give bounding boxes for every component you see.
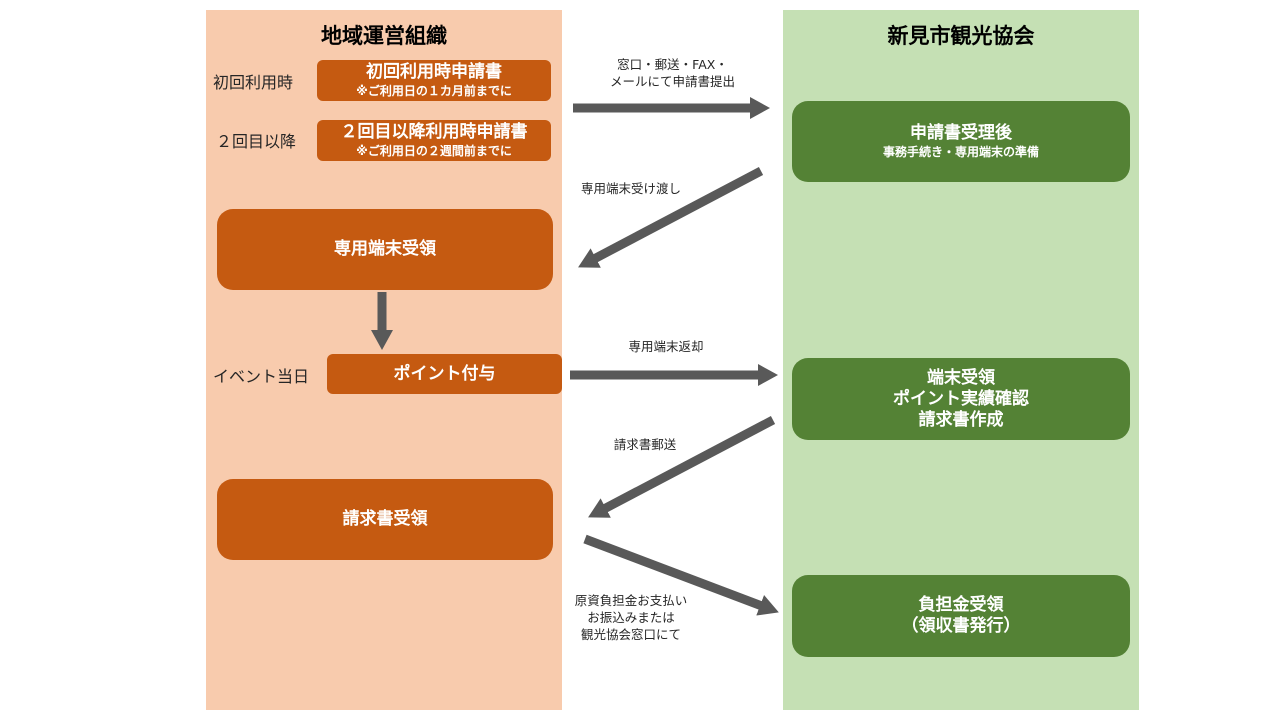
second-use-application-note: ※ご利用日の２週間前までに: [356, 144, 512, 158]
payment-received-line-2: （領収書発行）: [901, 616, 1021, 636]
lane-title-left: 地域運営組織: [321, 24, 447, 48]
terminal-received-line-1: 端末受領: [927, 367, 995, 388]
receive-terminal-box: 専用端末受領: [217, 209, 553, 290]
points-grant-text: ポイント付与: [393, 363, 496, 384]
handover-arrow: [578, 167, 764, 268]
first-use-application-box: 初回利用時申請書 ※ご利用日の１カ月前までに: [317, 60, 551, 101]
submit-arrow-label: 窓口・郵送・FAX・ メールにて申請書提出: [595, 56, 750, 90]
submit-arrow-label-line-2: メールにて申請書提出: [609, 74, 735, 89]
after-application-note: 事務手続き・専用端末の準備: [882, 145, 1039, 159]
receive-invoice-text: 請求書受領: [342, 509, 428, 529]
second-use-application-title: ２回目以降利用時申請書: [340, 122, 528, 142]
payment-received-line-1: 負担金受領: [918, 595, 1004, 615]
payment-arrow-label: 原資負担金お支払い お振込みまたは 観光協会窓口にて: [561, 592, 701, 643]
lane-title-right: 新見市観光協会: [887, 24, 1035, 48]
return-arrow-label: 専用端末返却: [628, 339, 704, 354]
payment-arrow-label-line-3: 観光協会窓口にて: [580, 627, 681, 642]
terminal-received-box: 端末受領 ポイント実績確認 請求書作成: [792, 358, 1130, 440]
payment-arrow-label-line-1: 原資負担金お支払い: [574, 593, 688, 608]
after-application-box: 申請書受理後 事務手続き・専用端末の準備: [792, 101, 1130, 182]
points-grant-box: ポイント付与: [327, 354, 562, 394]
first-use-application-title: 初回利用時申請書: [366, 62, 502, 82]
payment-arrow-label-line-2: お振込みまたは: [587, 610, 675, 625]
submit-arrow-label-line-1: 窓口・郵送・FAX・: [617, 57, 728, 72]
terminal-received-line-3: 請求書作成: [918, 409, 1004, 430]
second-use-application-box: ２回目以降利用時申請書 ※ご利用日の２週間前までに: [317, 120, 551, 161]
payment-received-box: 負担金受領 （領収書発行）: [792, 575, 1130, 657]
receive-terminal-text: 専用端末受領: [334, 239, 436, 259]
invoice-mail-arrow: [588, 416, 776, 518]
event-day-label: イベント当日: [213, 367, 310, 386]
receive-invoice-box: 請求書受領: [217, 479, 553, 560]
invoice-mail-arrow-label: 請求書郵送: [613, 437, 677, 452]
first-use-application-note: ※ご利用日の１カ月前までに: [356, 84, 512, 98]
payment-arrow: [583, 534, 779, 616]
first-use-label: 初回利用時: [213, 73, 294, 92]
after-application-title: 申請書受理後: [910, 123, 1012, 143]
handover-arrow-label: 専用端末受け渡し: [580, 181, 681, 196]
terminal-received-line-2: ポイント実績確認: [893, 388, 1029, 409]
second-use-label: ２回目以降: [216, 132, 297, 151]
